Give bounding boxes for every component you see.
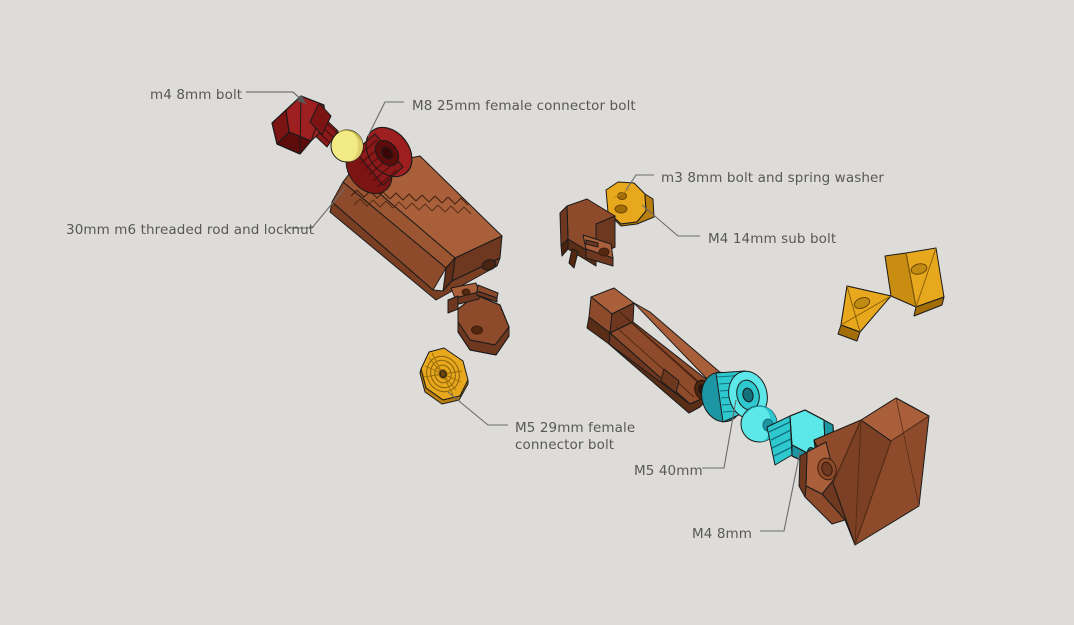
part-wedge-block-brown[interactable] [329, 155, 503, 301]
leader-m8-25mm-female-connector-bolt [367, 101, 404, 137]
leader-m5-40mm [702, 399, 737, 469]
label-m4-8mm-bolt-top: m4 8mm bolt [150, 87, 243, 103]
leader-m4-14mm-sub-bolt [641, 204, 700, 237]
label-m5-29mm-female-connector-bolt: M5 29mm female connector bolt [515, 420, 636, 453]
leader-lines [246, 91, 801, 532]
part-knurled-nut-red[interactable] [337, 118, 422, 202]
part-wedge-large-brown[interactable] [798, 397, 930, 546]
leader-30mm-m6-threaded-rod-and-locknut [288, 187, 346, 229]
part-octagon-nut-gold-upper[interactable] [605, 181, 655, 227]
label-m8-25mm-female-connector-bolt: M8 25mm female connector bolt [412, 98, 636, 114]
leader-m5-29mm-female-connector-bolt [447, 391, 508, 426]
leader-m3-8mm-bolt-and-spring-washer [625, 174, 654, 191]
leader-m4-8mm-bolt-top [246, 91, 307, 105]
part-octagon-nut-gold-lower[interactable] [419, 347, 469, 405]
part-sphere-yellow[interactable] [330, 129, 364, 163]
part-bracket-brown-upper[interactable] [559, 198, 616, 269]
label-m4-8mm-bottom: M4 8mm [692, 526, 753, 542]
part-knurled-nut-cyan[interactable] [697, 367, 773, 426]
label-m4-14mm-sub-bolt: M4 14mm sub bolt [708, 231, 837, 247]
label-m3-8mm-bolt-and-spring-washer: m3 8mm bolt and spring washer [661, 170, 885, 186]
part-angle-bracket-gold[interactable] [836, 247, 945, 342]
part-bracket-brown-mid[interactable] [447, 282, 510, 356]
label-30mm-m6-threaded-rod-and-locknut: 30mm m6 threaded rod and locknut [66, 222, 315, 238]
leader-m4-8mm-bottom [760, 451, 801, 532]
part-hex-bolt-red[interactable] [271, 95, 339, 155]
label-m5-40mm: M5 40mm [634, 463, 703, 479]
